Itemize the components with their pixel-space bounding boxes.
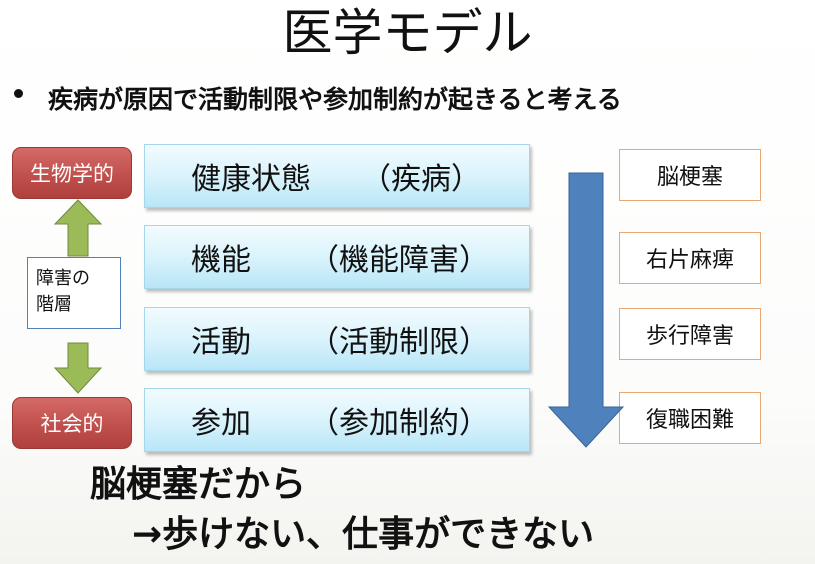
- example-return-to-work-difficulty: 復職困難: [619, 392, 761, 444]
- stage-name: 機能: [191, 243, 251, 278]
- stage-paren: （機能障害）: [309, 243, 489, 278]
- stage-name: 健康状態: [191, 162, 311, 197]
- stage-name: 参加: [191, 406, 251, 441]
- social-label: 社会的: [12, 397, 132, 449]
- hierarchy-line2: 階層: [36, 294, 72, 315]
- stage-name: 活動: [191, 325, 251, 360]
- biological-label: 生物学的: [12, 147, 132, 199]
- example-hemiplegia: 右片麻痺: [619, 232, 761, 284]
- page-title: 医学モデル: [282, 4, 533, 62]
- conclusion-line2: →歩けない、仕事ができない: [132, 514, 595, 555]
- hierarchy-line1: 障害の: [36, 268, 90, 289]
- up-arrow-icon: [53, 199, 103, 257]
- stage-health-condition: 健康状態 （疾病）: [144, 144, 530, 208]
- stage-paren: （疾病）: [361, 162, 481, 197]
- flow-down-arrow-icon: [547, 172, 625, 448]
- stage-function: 機能 （機能障害）: [144, 225, 530, 289]
- stage-activity: 活動 （活動制限）: [144, 307, 530, 371]
- stage-paren: （活動制限）: [309, 325, 489, 360]
- bullet-text: 疾病が原因で活動制限や参加制約が起きると考える: [48, 85, 622, 114]
- bullet-dot: [14, 89, 23, 98]
- stage-paren: （参加制約）: [309, 406, 489, 441]
- hierarchy-box: 障害の 階層: [27, 257, 121, 329]
- stage-participation: 参加 （参加制約）: [144, 388, 530, 452]
- example-gait-disorder: 歩行障害: [619, 308, 761, 360]
- example-cerebral-infarction: 脳梗塞: [619, 149, 761, 201]
- down-arrow-icon: [53, 342, 103, 394]
- conclusion-line1: 脳梗塞だから: [90, 464, 307, 505]
